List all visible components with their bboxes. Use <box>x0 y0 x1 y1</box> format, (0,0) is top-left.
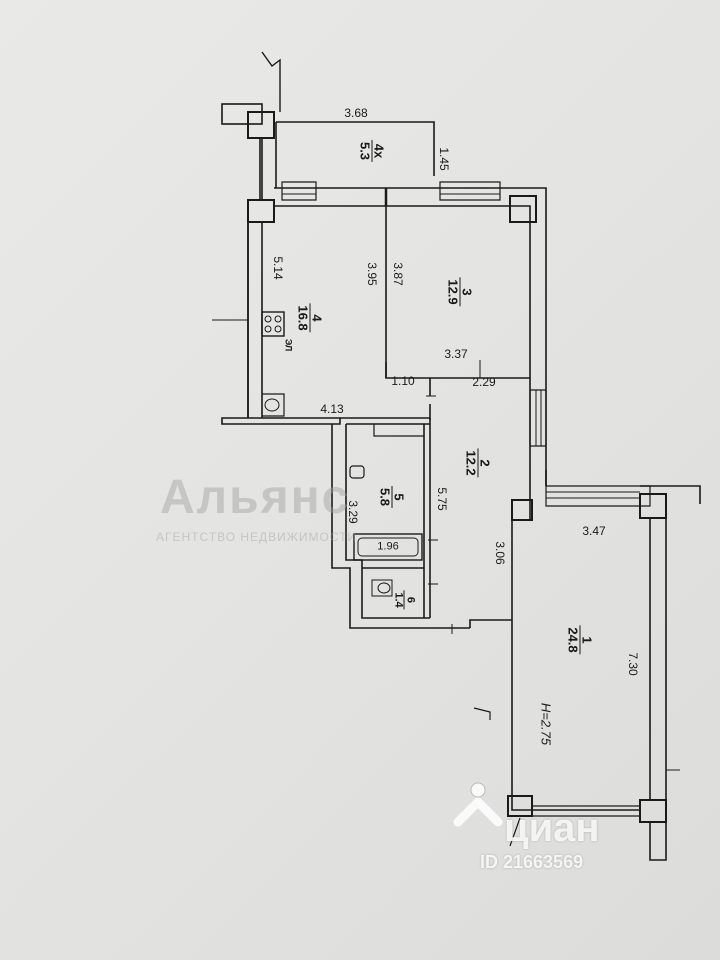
dimension-label-bathtub: 1.96 <box>377 540 399 553</box>
dimension-label: 3.37 <box>444 347 468 361</box>
cian-logo-icon <box>453 782 503 827</box>
room-number: 3 <box>459 277 475 307</box>
listing-id-watermark: ID 21663569 <box>480 852 584 872</box>
dimension-label: 3.87 <box>391 262 405 286</box>
dimension-label: 3.47 <box>582 524 606 538</box>
ceiling-height-label: H=2.75 <box>538 702 554 746</box>
dimension-label: 7.30 <box>626 652 640 676</box>
room-area: 1.4 <box>392 592 405 608</box>
dimension-label: 3.95 <box>365 262 379 286</box>
dimension-label: 4.13 <box>320 402 344 416</box>
room-area: 5.8 <box>377 487 393 507</box>
room-area: 24.8 <box>565 627 581 653</box>
room-number: 6 <box>403 590 417 610</box>
dimension-label: 3.68 <box>344 106 368 120</box>
room-number: 5 <box>391 485 407 509</box>
room-area: 16.8 <box>295 305 311 331</box>
dimension-label: 3.06 <box>493 541 507 565</box>
cian-watermark-text: циан <box>504 806 600 850</box>
dimension-label: 5.14 <box>271 256 285 280</box>
agency-watermark-caption: АГЕНТСТВО НЕДВИЖИМОСТИ <box>156 530 358 544</box>
dimension-label: 2.29 <box>472 375 496 389</box>
room-number: 4 <box>309 303 325 333</box>
room-number: 2 <box>477 448 493 478</box>
dimension-label: 5.75 <box>435 487 449 511</box>
room-number: 4х <box>371 139 387 163</box>
dimension-label: 1.10 <box>391 374 415 388</box>
agency-watermark-logo: Альянс <box>160 471 351 524</box>
dimension-label: 1.45 <box>437 147 451 171</box>
stove-label: ЭЛ <box>283 338 294 352</box>
room-area: 5.3 <box>357 141 373 161</box>
room-number: 1 <box>579 625 595 655</box>
room-area: 12.2 <box>463 450 479 476</box>
room-area: 12.9 <box>445 279 461 305</box>
